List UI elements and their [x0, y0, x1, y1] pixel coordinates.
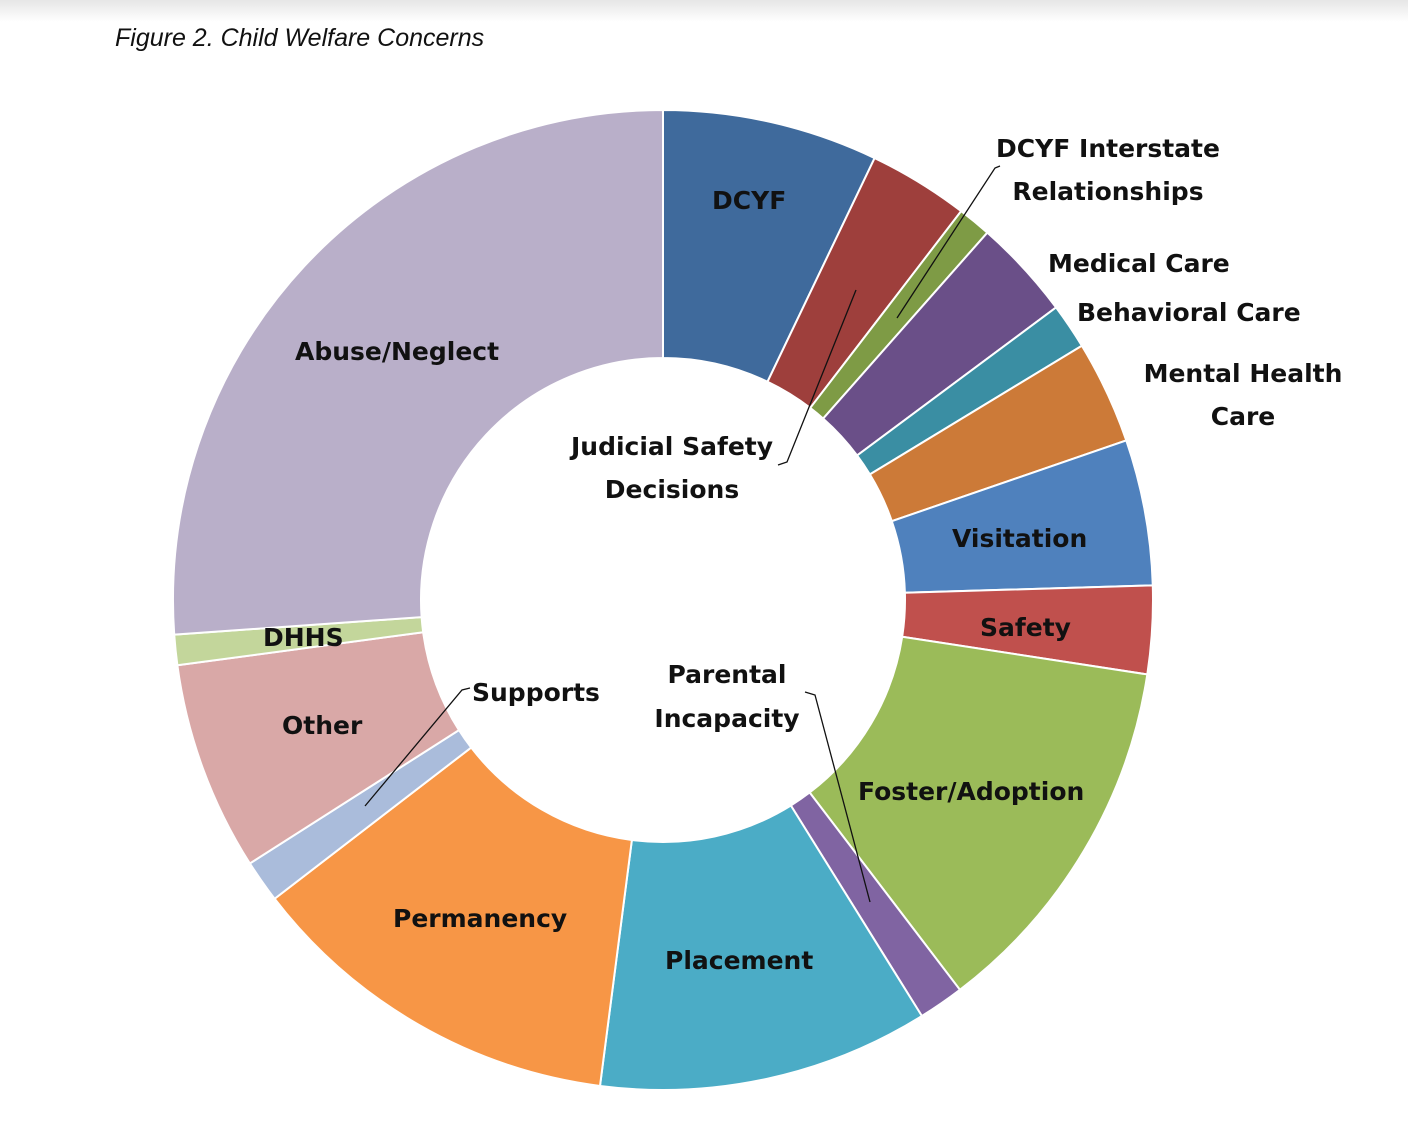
label-permanency: Permanency — [393, 904, 567, 933]
label-mental-1: Mental Health — [1144, 359, 1343, 388]
leader-line-interstate — [896, 165, 1001, 319]
label-behavioral: Behavioral Care — [1077, 298, 1301, 327]
label-parental-1: Parental — [668, 660, 787, 689]
label-visitation: Visitation — [952, 524, 1087, 553]
label-foster: Foster/Adoption — [858, 777, 1084, 806]
leader-line-judicial — [777, 289, 857, 466]
slice-foster-adoption — [808, 635, 1149, 992]
label-parental-2: Incapacity — [654, 704, 799, 733]
label-safety: Safety — [980, 613, 1071, 642]
label-dhhs: DHHS — [263, 623, 344, 652]
label-interstate-1: DCYF Interstate — [996, 134, 1220, 163]
slice-abuse-neglect — [172, 108, 664, 636]
label-placement: Placement — [665, 946, 813, 975]
leader-line-parental — [804, 691, 871, 903]
label-judicial-2: Decisions — [605, 475, 739, 504]
label-dcyf: DCYF — [712, 186, 786, 215]
label-judicial-1: Judicial Safety — [569, 432, 773, 461]
chart-title: Figure 2. Child Welfare Concerns — [115, 24, 485, 52]
slice-placement — [598, 804, 924, 1091]
label-other: Other — [282, 711, 363, 740]
label-supports: Supports — [472, 678, 600, 707]
label-abuse-neglect: Abuse/Neglect — [295, 337, 499, 366]
label-mental-2: Care — [1211, 402, 1276, 431]
label-medical: Medical Care — [1048, 249, 1230, 278]
top-shadow — [0, 0, 1408, 22]
slice-permanency — [273, 746, 634, 1088]
label-interstate-2: Relationships — [1012, 177, 1203, 206]
leader-line-supports — [364, 687, 471, 807]
